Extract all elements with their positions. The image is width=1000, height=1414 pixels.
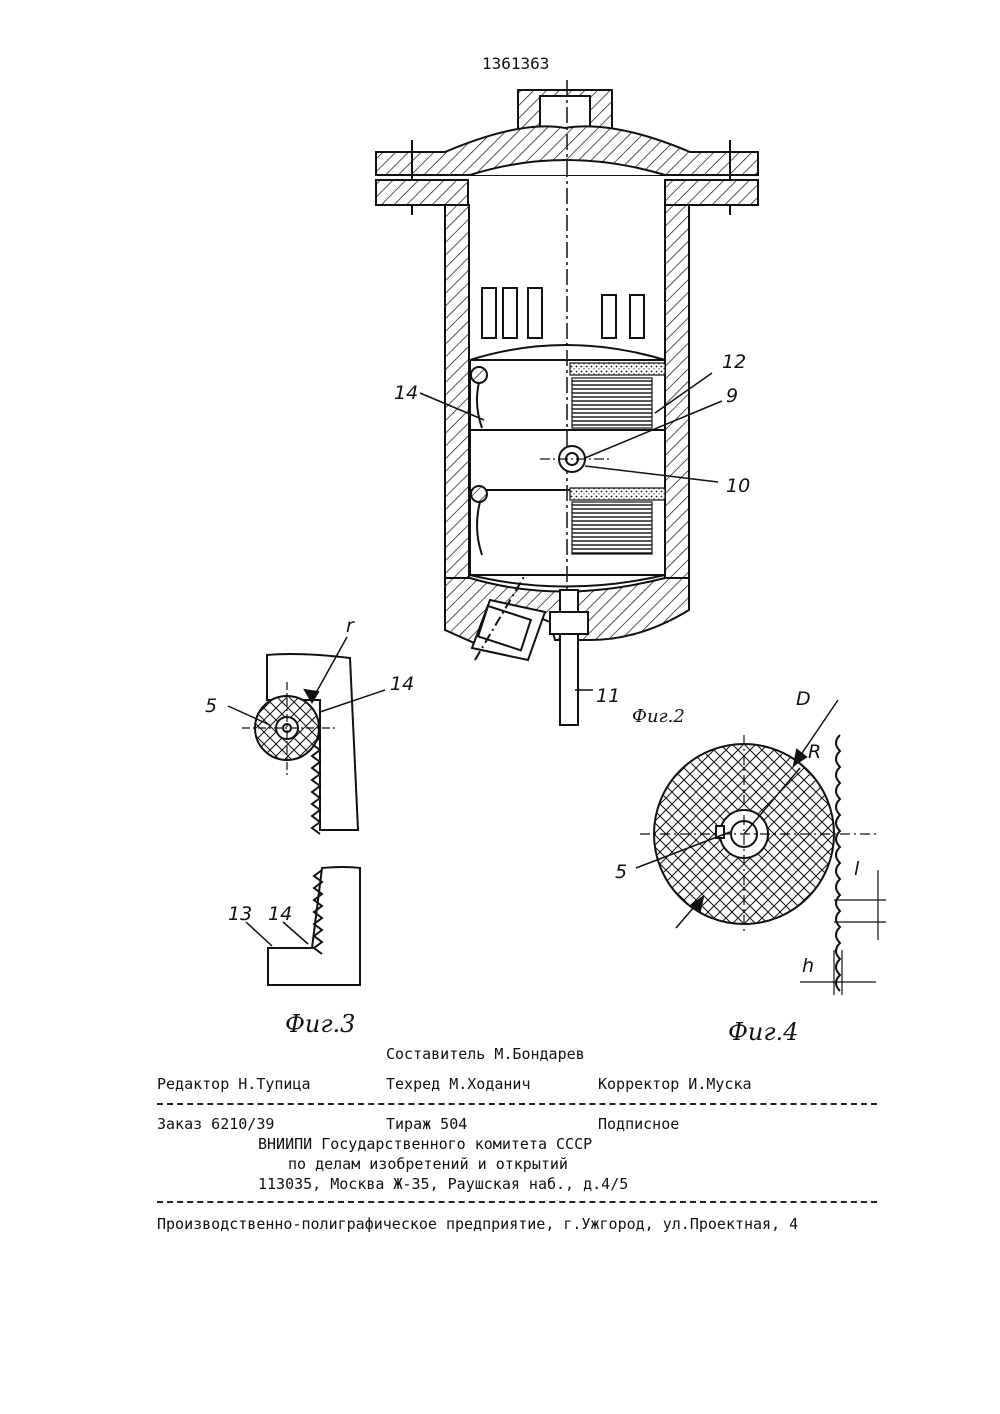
org-line-2: по делам изобретений и открытий	[288, 1155, 568, 1173]
fig3-caption: Фиг.3	[285, 1010, 355, 1038]
fig2-label-9: 9	[726, 385, 738, 407]
fig3-label-14-upper: 14	[390, 673, 414, 695]
techred-line: Техред М.Ходанич	[386, 1075, 531, 1093]
fig2-label-11: 11	[596, 685, 620, 707]
fig2-label-12: 12	[722, 351, 746, 373]
fig4-caption: Фиг.4	[728, 1018, 798, 1046]
compiler-line: Составитель М.Бондарев	[386, 1045, 585, 1063]
figure-3-drawing	[228, 637, 385, 985]
figure-2-drawing	[376, 80, 758, 725]
fig4-label-R: R	[808, 741, 821, 763]
org-address: 113035, Москва Ж-35, Раушская наб., д.4/…	[258, 1175, 628, 1193]
org-line-1: ВНИИПИ Государственного комитета СССР	[258, 1135, 592, 1153]
divider-top	[157, 1103, 877, 1105]
fig2-caption: Фиг.2	[632, 706, 685, 727]
fig4-label-5: 5	[615, 861, 627, 883]
figure-4-drawing	[636, 700, 886, 995]
fig3-label-14-lower: 14	[268, 903, 292, 925]
fig4-label-h: h	[802, 955, 814, 977]
fig2-label-14: 14	[394, 382, 418, 404]
fig4-label-D: D	[796, 688, 811, 710]
divider-bottom	[157, 1201, 877, 1203]
order-line: Заказ 6210/39	[157, 1115, 274, 1133]
fig3-label-13: 13	[228, 903, 252, 925]
editor-line: Редактор Н.Тупица	[157, 1075, 311, 1093]
fig4-label-l: l	[854, 858, 860, 880]
circulation-line: Тираж 504	[386, 1115, 467, 1133]
corrector-line: Корректор И.Муска	[598, 1075, 752, 1093]
fig3-label-r: r	[346, 615, 355, 637]
fig3-label-5: 5	[205, 695, 217, 717]
subscription-line: Подписное	[598, 1115, 679, 1133]
printer-line: Производственно-полиграфическое предприя…	[157, 1215, 798, 1233]
fig2-label-10: 10	[726, 475, 750, 497]
